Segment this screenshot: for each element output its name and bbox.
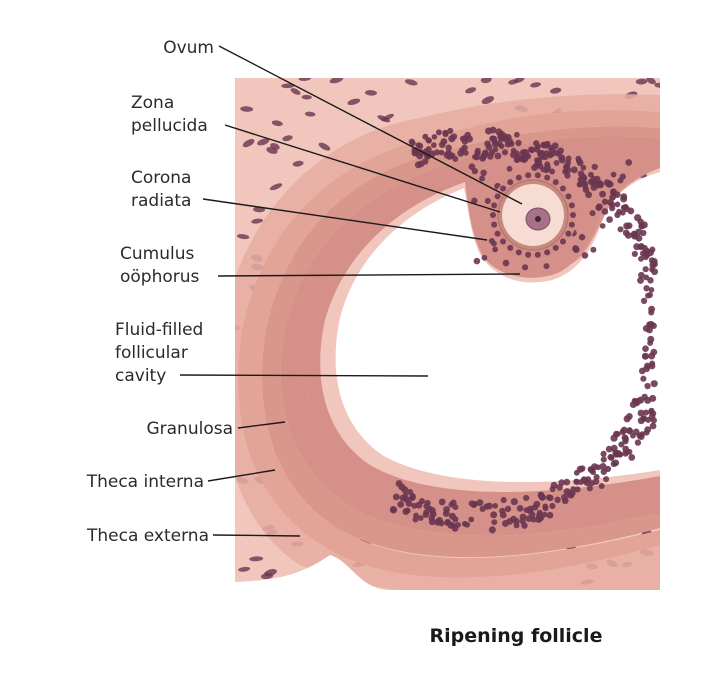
label-zona-line2: pellucida: [131, 116, 208, 136]
leader-lines: [179, 45, 523, 537]
label-theca-externa: Theca externa: [86, 526, 209, 546]
tissue-section: [235, 78, 660, 590]
label-corona-line2: radiata: [131, 191, 191, 211]
figure-caption: Ripening follicle: [430, 625, 603, 647]
leader-corona: [202, 198, 488, 241]
follicular-cavity: [306, 146, 660, 514]
label-cumulus-line2: oöphorus: [120, 267, 200, 287]
leader-cumulus: [217, 273, 521, 277]
leader-theca-interna: [207, 469, 276, 482]
cavity-interior: [335, 172, 660, 483]
labels: Ovum Zona pellucida Corona radiata Cumul…: [86, 38, 233, 546]
nucleolus: [535, 216, 541, 222]
leader-cavity: [179, 374, 429, 377]
corona-cells: [490, 172, 576, 258]
label-cavity-line3: cavity: [115, 366, 166, 386]
label-cavity-line2: follicular: [115, 343, 188, 363]
leader-theca-externa: [212, 534, 301, 537]
label-zona-line1: Zona: [131, 93, 174, 113]
leader-ovum: [218, 45, 523, 205]
label-theca-interna: Theca interna: [86, 472, 204, 492]
granulosa-cells: [389, 126, 659, 534]
label-granulosa: Granulosa: [146, 419, 233, 439]
label-corona-line1: Corona: [131, 168, 191, 188]
label-cumulus-line1: Cumulus: [120, 244, 194, 264]
ovum: [489, 171, 577, 259]
leader-zona: [224, 124, 501, 213]
label-cavity-line1: Fluid-filled: [115, 320, 203, 340]
leader-granulosa: [237, 421, 286, 429]
label-ovum: Ovum: [163, 38, 214, 58]
